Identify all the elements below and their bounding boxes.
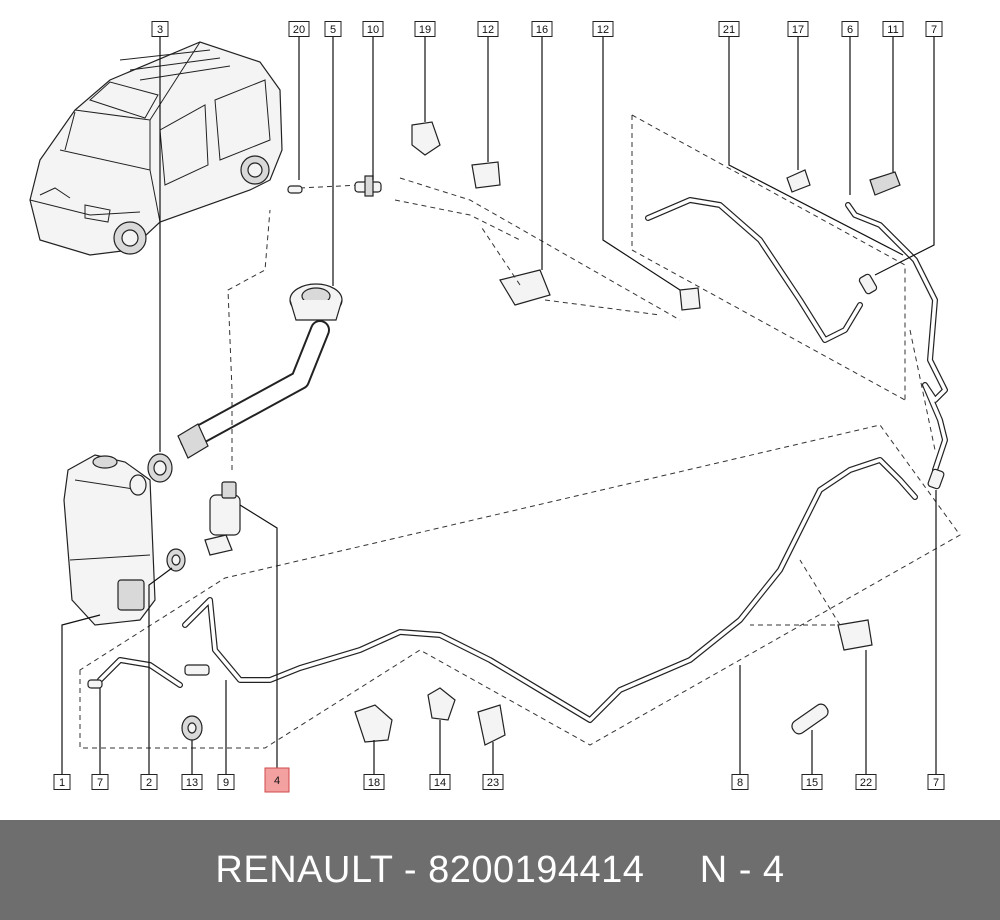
callout-box [841,21,859,37]
washer-pump [166,481,241,572]
callout-c2: 2 [140,774,158,790]
callout-box [801,774,823,790]
callout-box [91,774,109,790]
callout-box [855,774,877,790]
callout-c18: 18 [363,774,385,790]
leader-lines [61,36,937,775]
callout-c17: 17 [787,21,809,37]
diagram-canvas: 3205101912161221176117172139418142381522… [29,21,961,793]
callout-box [324,21,342,37]
arrows [479,224,936,626]
callout-box [927,774,945,790]
callout-text: 13 [186,777,198,789]
footer-caption: RENAULT - 8200194414 N - 4 [215,849,784,892]
callout-c12a: 12 [477,21,499,37]
callout-c3a: 3 [151,21,169,37]
callout-c6: 6 [841,21,859,37]
callout-c7c: 7 [927,774,945,790]
callout-text: 16 [536,24,548,36]
callout-text: 7 [933,777,939,789]
callout-text: 7 [97,777,103,789]
callout-c7b: 7 [91,774,109,790]
callout-box [151,21,169,37]
callout-box [217,774,235,790]
callout-c11: 11 [882,21,904,37]
callout-c8: 8 [731,774,749,790]
callout-box [288,21,310,37]
callout-c15: 15 [801,774,823,790]
callout-text: 22 [860,777,872,789]
footer-bar: RENAULT - 8200194414 N - 4 [0,820,1000,920]
callout-text: 12 [482,24,494,36]
callout-box [787,21,809,37]
callout-c12b: 12 [592,21,614,37]
callout-text: 3 [157,24,163,36]
callout-box [731,774,749,790]
callout-c5: 5 [324,21,342,37]
callout-c13: 13 [181,774,203,790]
callout-box [531,21,553,37]
callout-box [53,774,71,790]
hoses [97,177,948,723]
spacer [644,849,699,891]
callout-text: 4 [274,775,280,787]
callout-text: 19 [419,24,431,36]
washer-reservoir [63,454,156,626]
assembly-frames [79,114,961,749]
callout-box [140,774,158,790]
callout-text: 14 [434,777,446,789]
callout-c9: 9 [217,774,235,790]
callout-text: 20 [293,24,305,36]
callout-box [882,21,904,37]
callout-text: 18 [368,777,380,789]
callout-text: 23 [487,777,499,789]
callout-box [925,21,943,37]
callout-text: 12 [597,24,609,36]
callout-text: 5 [330,24,336,36]
callout-c21: 21 [718,21,740,37]
vehicle-illustration [29,41,283,256]
separator: - [392,848,429,891]
callout-c20: 20 [288,21,310,37]
callout-text: 11 [887,24,898,36]
callout-text: 21 [723,24,735,36]
callout-c14: 14 [429,774,451,790]
part-number: 8200194414 [428,848,645,891]
callout-text: 6 [847,24,853,36]
callout-text: 15 [806,777,818,789]
callout-text: 17 [792,24,804,36]
callout-text: 8 [737,777,743,789]
filler-neck [147,283,343,483]
small-components [87,121,945,746]
callout-text: 10 [367,24,379,36]
callout-c1: 1 [53,774,71,790]
callout-box [264,767,290,793]
callout-c22: 22 [855,774,877,790]
callout-c16: 16 [531,21,553,37]
callout-c23: 23 [482,774,504,790]
callout-text: 9 [223,777,229,789]
callout-box [181,774,203,790]
callout-text: 7 [931,24,937,36]
callout-box [414,21,436,37]
callout-box [477,21,499,37]
callout-box [482,774,504,790]
callout-c7a: 7 [925,21,943,37]
callout-c10: 10 [362,21,384,37]
callout-box [429,774,451,790]
callout-c19: 19 [414,21,436,37]
callout-text: 1 [59,777,65,789]
callout-box [362,21,384,37]
callout-text: 2 [146,777,152,789]
callout-c4: 4 [264,767,290,793]
callout-box [718,21,740,37]
brand-name: RENAULT [215,848,393,891]
callout-box [363,774,385,790]
diagram-ref: N - 4 [699,848,785,891]
callout-box [592,21,614,37]
